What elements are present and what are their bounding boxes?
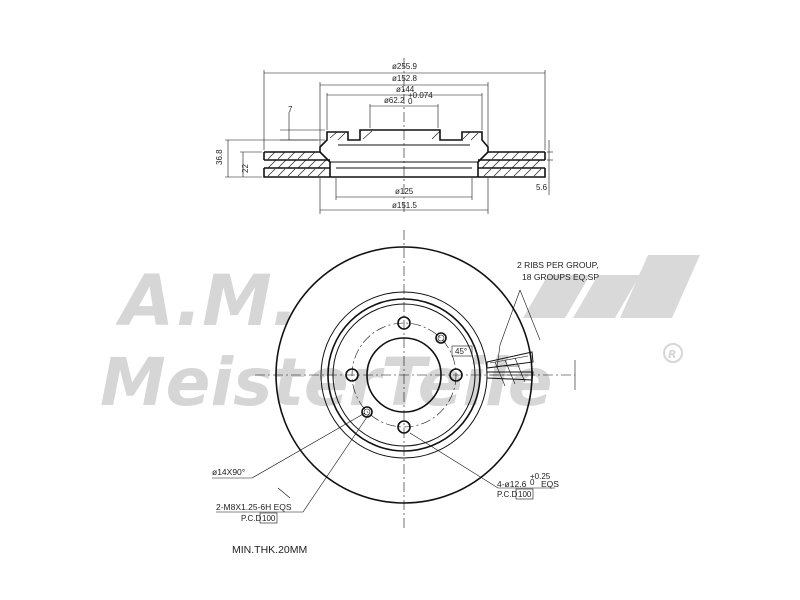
bolt-pcd-value: 100 — [518, 490, 532, 499]
ribs-leader — [496, 289, 521, 369]
hub-bore-circle — [366, 337, 442, 413]
dim-flange-height: 7 — [288, 105, 293, 114]
bolt-callout-main: 4-ø12.6 — [497, 479, 527, 489]
bolt-hole-left — [345, 368, 359, 382]
thread-pcd-value: 100 — [262, 514, 276, 523]
threaded-holes — [361, 332, 447, 418]
chamfer-callout: ø14X90° — [212, 467, 245, 477]
section-outline — [263, 129, 546, 178]
bolt-pcd-box — [515, 488, 534, 500]
watermark-script: A.M. — [115, 260, 298, 342]
watermark: A.M. MeisterTeile R — [100, 255, 700, 421]
rib-detail — [486, 351, 534, 387]
rib-angle: 45° — [455, 347, 467, 356]
min-thickness-note: MIN.THK.20MM — [232, 544, 307, 556]
threaded-hole-ne-core — [437, 334, 445, 342]
hat-inner-circle — [332, 303, 476, 447]
thread-pcd-box — [259, 512, 278, 524]
dim-disc-thickness: 22 — [241, 164, 250, 173]
disc-outer-circle — [275, 246, 533, 504]
thread-leader — [216, 413, 370, 513]
dim-152-8: ø152.8 — [392, 74, 417, 83]
watermark-registered-mark: R — [668, 348, 676, 361]
thread-pcd-label: P.C.D — [241, 514, 262, 523]
bolt-hole-leader — [409, 432, 555, 489]
ribs-note-line2: 18 GROUPS EQ.SP — [522, 272, 599, 282]
bolt-holes — [345, 316, 463, 434]
chamfer-leader — [212, 412, 366, 479]
bolt-pcd-label: P.C.D — [497, 490, 518, 499]
threaded-hole-ne — [435, 332, 447, 344]
bolt-hole-bottom — [397, 420, 411, 434]
dim-total-height: 36.8 — [215, 149, 224, 165]
front-view: 45° 2 RIBS PER GROUP, 18 GROUPS EQ.SP ø1… — [212, 230, 599, 530]
pcd-circle — [351, 322, 457, 428]
watermark-brand: MeisterTeile — [100, 344, 553, 421]
threaded-hole-sw-core — [363, 408, 371, 416]
dim-plate-thickness: 5.6 — [536, 183, 548, 192]
section-dimensions: ø255.9 ø152.8 ø144 ø62.2 +0.074 0 7 36.8 — [215, 62, 553, 214]
watermark-registered-circle — [663, 343, 683, 363]
watermark-stripes — [523, 255, 700, 318]
section-view: ø255.9 ø152.8 ø144 ø62.2 +0.074 0 7 36.8 — [215, 58, 553, 215]
thread-callout: 2-M8X1.25-6H EQS — [216, 502, 292, 512]
bolt-hole-top — [397, 316, 411, 330]
ribs-leader-branch — [519, 289, 541, 341]
rib-angle-box — [451, 345, 473, 357]
dim-hub-bore-tol-upper: +0.074 — [408, 91, 433, 100]
ribs-note-line1: 2 RIBS PER GROUP, — [517, 260, 599, 270]
dim-hub-bore-tol-lower: 0 — [408, 97, 413, 106]
bolt-callout-tol-lower: 0 — [530, 478, 535, 487]
bolt-hole-right — [449, 368, 463, 382]
bolt-callout-suffix: EQS — [541, 479, 559, 489]
dim-125: ø125 — [395, 187, 414, 196]
bolt-callout-tol-upper: +0.25 — [530, 472, 551, 481]
dim-outer-diameter: ø255.9 — [392, 62, 417, 71]
thread-leader-tick — [277, 487, 291, 499]
hat-outer-circle — [327, 298, 481, 452]
dim-151-5: ø151.5 — [392, 201, 417, 210]
dim-hub-bore: ø62.2 — [384, 96, 405, 105]
dim-144: ø144 — [396, 85, 415, 94]
